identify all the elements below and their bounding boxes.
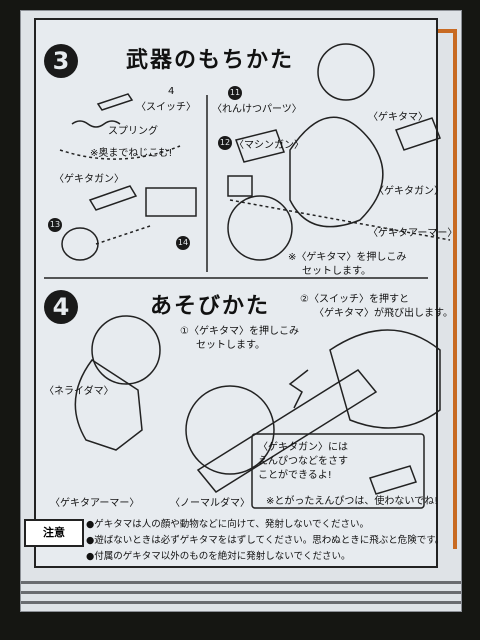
switch-label: 〈スイッチ〉	[136, 102, 196, 113]
robot-holding-drawing	[74, 358, 143, 451]
pencil-note-line1: 〈ゲキタガン〉には	[258, 442, 348, 453]
burst-drawing	[288, 369, 309, 409]
spring-drawing	[71, 120, 121, 128]
gekitama-sphere-drawing	[227, 195, 293, 261]
step-4-number-badge: 4	[44, 290, 78, 324]
gekitama-top-drawing	[317, 43, 375, 101]
part-number-14: 14	[176, 236, 190, 250]
spring-label: スプリング	[108, 126, 158, 137]
part-number-13: 13	[48, 218, 62, 232]
pencil-note-box	[251, 433, 425, 509]
pencil-note-line2: えんぴつなどをさす	[258, 456, 348, 467]
part-number-11: 11	[228, 86, 242, 100]
normaldama-label: 〈ノーマルダマ〉	[170, 498, 250, 509]
bottom-stripe-1	[21, 581, 461, 584]
step-3-number-badge: 3	[44, 44, 78, 78]
sharp-pencil-note: ※とがったえんぴつは、使わないでね!	[266, 496, 439, 507]
gekita-armor-label-2: 〈ゲキタアーマー〉	[50, 498, 140, 509]
bottom-stripe-2	[21, 591, 461, 594]
neraidama-drawing	[91, 315, 161, 385]
machinegun-label: 〈マシンガン〉	[234, 140, 304, 151]
neraidama-label: 〈ネライダマ〉	[44, 386, 114, 397]
part-number-4: 4	[168, 86, 175, 97]
gekita-armor-label: 〈ゲキタアーマー〉	[368, 228, 458, 239]
section-4-title: あそびかた	[150, 294, 271, 319]
renketsu-parts-label: 〈れんけつパーツ〉	[212, 104, 302, 115]
bottom-stripe-3	[21, 601, 461, 604]
push-note-line1: ※〈ゲキタマ〉を押しこみ	[288, 252, 407, 263]
caution-label: 注意	[24, 519, 84, 547]
gekitagan-label: 〈ゲキタガン〉	[54, 174, 124, 185]
switch-part-drawing	[96, 93, 134, 111]
step2-line2: 〈ゲキタマ〉が飛び出します。	[314, 308, 453, 319]
step2-line1: ②〈スイッチ〉を押すと	[300, 294, 409, 305]
hand-drawing	[329, 329, 441, 429]
section-3-title: 武器のもちかた	[126, 48, 295, 73]
push-note-line2: セットします。	[302, 266, 371, 277]
step1-line2: セットします。	[196, 340, 265, 351]
screw-note: ※奥までねじこむ!	[90, 148, 173, 159]
robot-drawing	[289, 116, 384, 228]
normaldama-drawing	[185, 385, 275, 475]
machinegun-drawing	[235, 129, 285, 163]
launcher-drawing	[196, 369, 378, 493]
orange-border-top	[421, 29, 457, 33]
gekitama-label: 〈ゲキタマ〉	[368, 112, 428, 123]
step1-line1: ①〈ゲキタマ〉を押しこみ	[180, 326, 299, 337]
gekitagan-right-label: 〈ゲキタガン〉	[374, 186, 444, 197]
pencil-note-line3: ことができるよ!	[258, 470, 332, 481]
caution-line2: ●遊ばないときは必ずゲキタマをはずしてください。思わぬときに飛ぶと危険です。	[86, 535, 445, 546]
orange-border-right	[453, 29, 457, 549]
caution-line3: ●付属のゲキタマ以外のものを絶対に発射しないでください。	[86, 551, 351, 562]
caution-line1: ●ゲキタマは人の顔や動物などに向けて、発射しないでください。	[86, 519, 370, 530]
gekitagan-barrel-drawing	[61, 227, 99, 261]
part-number-12: 12	[218, 136, 232, 150]
